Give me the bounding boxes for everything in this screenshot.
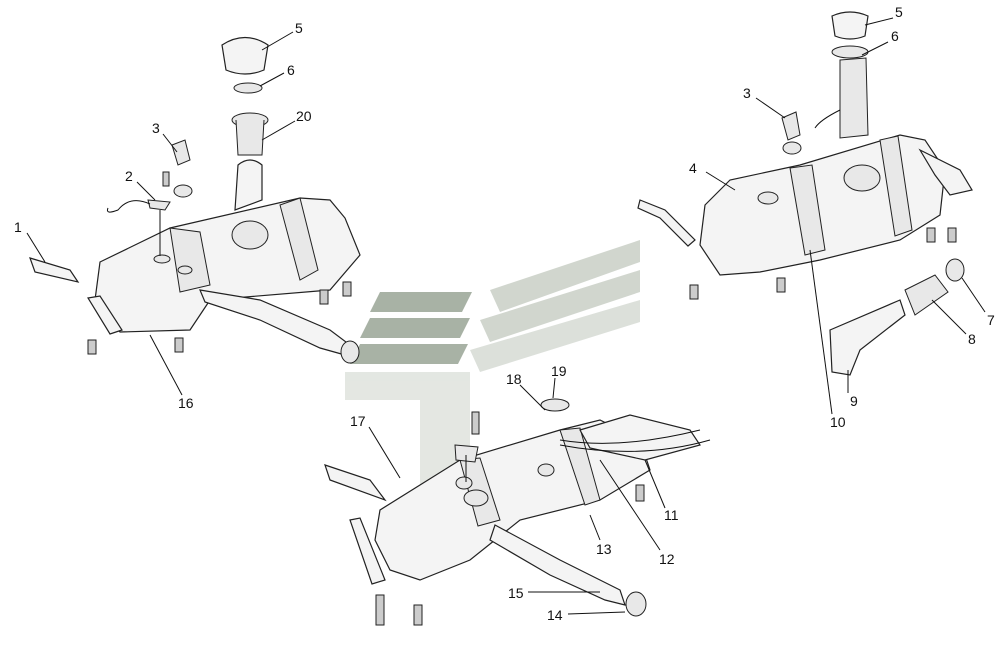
leader-lines: [26, 17, 986, 615]
callout: 12: [659, 551, 675, 567]
callout: 4: [689, 160, 697, 176]
callout: 5: [295, 20, 303, 36]
right-tank-assembly: [637, 11, 973, 376]
callout: 3: [152, 120, 160, 136]
callout: 15: [508, 585, 524, 601]
bottom-tank-assembly: [324, 398, 711, 626]
callout: 20: [296, 108, 312, 124]
callout: 5: [895, 4, 903, 20]
callout: 3: [743, 85, 751, 101]
callout: 8: [968, 331, 976, 347]
callout: 1: [14, 219, 22, 235]
callout: 18: [506, 371, 522, 387]
callout: 11: [664, 507, 679, 523]
callout: 16: [178, 395, 194, 411]
callout: 7: [987, 312, 995, 328]
callout: 6: [891, 28, 899, 44]
left-tank-assembly: [29, 36, 361, 364]
callout: 19: [551, 363, 567, 379]
callouts-bottom: 17 18 19 11 12 13 15 14: [350, 363, 679, 623]
callout: 6: [287, 62, 295, 78]
callout: 14: [547, 607, 563, 623]
callouts-right: 3 4 5 6 7 8 9 10: [689, 4, 995, 430]
callout: 13: [596, 541, 612, 557]
callouts-left: 1 2 3 5 6 20 16: [14, 20, 312, 411]
callout: 10: [830, 414, 846, 430]
callout: 2: [125, 168, 133, 184]
callout: 17: [350, 413, 366, 429]
callout: 9: [850, 393, 858, 409]
